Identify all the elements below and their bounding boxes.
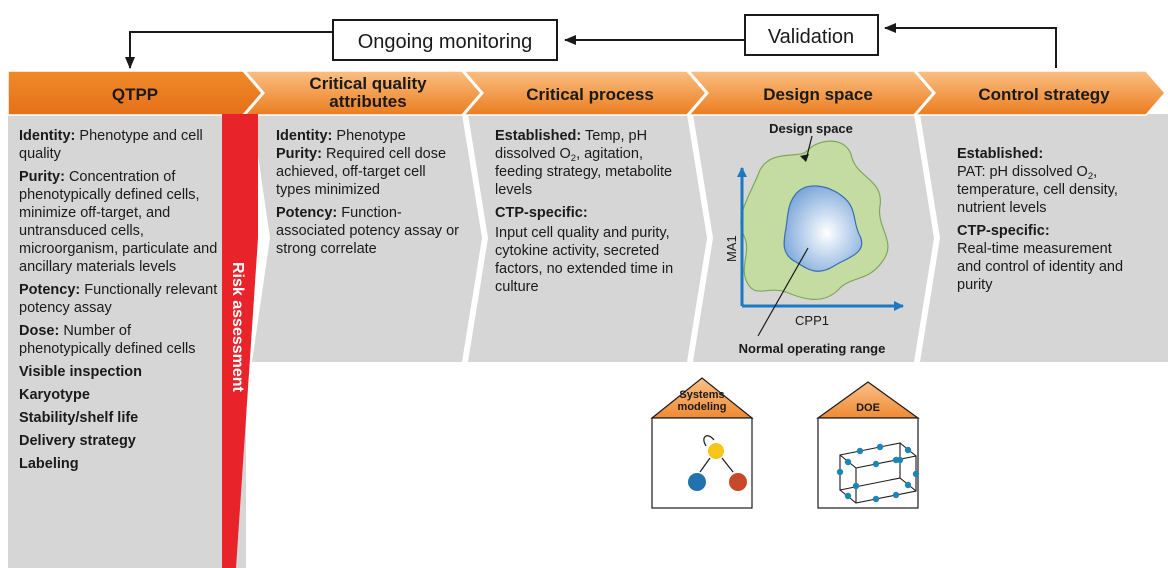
cp-ctp-label: CTP-specific: [495,205,588,221]
banner-critical-process [462,70,707,116]
qtpp-labeling: Labeling [19,456,79,472]
qtpp-dose-text: Number of phenotypically defined cells [19,323,196,357]
feedback-loop: Validation Ongoing monitoring [125,14,1057,69]
x-axis-label: CPP1 [795,313,829,328]
control-ctp-label: CTP-specific: [957,223,1050,239]
qtpp-purity-text: Concentration of phenotypically defined … [19,169,218,275]
banner-label-control: Control strategy [978,85,1110,104]
panel-control [920,114,1168,362]
cqa-column: Identity: Phenotype Purity: Required cel… [276,127,461,263]
qtpp-identity-label: Identity: [19,128,76,144]
cqa-purity-text: Required cell dose achieved, off-target … [276,146,447,198]
qtpp-potency-text: Functionally relevant potency assay [19,282,218,316]
control-pat-sub: 2 [1087,171,1094,182]
self-loop [703,435,715,447]
design-space-figure: Design space MA1 CPP1 Normal operating r… [724,121,904,356]
cqaTitle-line-0: Critical quality [309,74,427,93]
validation-arrow [884,23,1057,68]
return-arrow [125,31,333,69]
cqa-purity-label: Purity: [276,146,322,162]
y-axis-label: MA1 [724,235,739,262]
monitoring-box [332,19,558,61]
cqa-identity-label: Identity: [276,128,333,144]
cqa-potency-label: Potency: [276,205,338,221]
cp-established-post: , agitation, feeding strategy, metabolit… [495,146,673,198]
cp-established-sub: 2 [570,153,577,164]
risk-assessment-bar: Risk assessment [222,114,258,568]
nor-label: Normal operating range [739,341,886,356]
panel-cqa [252,114,482,362]
sysLabel-line-0: Systems [679,389,724,401]
control-column: Established: PAT: pH dissolved O2, tempe… [957,145,1127,299]
critical-process-column: Established: Temp, pH dissolved O2, agit… [495,127,685,301]
design-space-pointer-head [800,154,809,162]
qtpp-identity-text: Phenotype and cell quality [19,128,203,162]
doe-card: DOE [816,381,920,509]
qtpp-column: Identity: Phenotype and cell quality Pur… [19,127,219,478]
qtpp-stability: Stability/shelf life [19,410,139,426]
validation-box [744,14,879,56]
nor-pointer [757,247,809,337]
systems-box [651,417,753,509]
doe-points [836,443,920,503]
banner-cqa [243,70,482,116]
node-red [729,473,747,491]
qtpp-visible: Visible inspection [19,364,143,380]
node-yellow [708,443,724,459]
banner-design-space [687,70,934,116]
normal-operating-region [783,185,863,272]
qtpp-dose-label: Dose: [19,323,60,339]
banner-qtpp [7,70,263,116]
control-established-label: Established: [957,146,1044,162]
control-ctp-text: Real-time measurement and control of ide… [957,241,1124,293]
panel-qtpp [8,114,246,568]
validation-label: Validation [768,26,854,48]
qtpp-purity-label: Purity: [19,169,65,185]
panel-critical-process [468,114,707,362]
cqa-identity-text: Phenotype [336,128,406,144]
sysLabel-line-1: modeling [678,401,727,413]
doe-box [817,417,919,509]
edge-left [699,457,711,473]
qtpp-delivery: Delivery strategy [19,433,136,449]
cp-established-pre: Temp, pH dissolved O [495,128,648,162]
design-space-title: Design space [769,121,853,136]
monitoring-label: Ongoing monitoring [358,31,533,53]
banner-control [914,70,1166,116]
cp-ctp-text: Input cell quality and purity, cytokine … [495,225,674,295]
cqa-potency-text: Function-associated potency assay or str… [276,205,459,257]
banner-label-critical-process: Critical process [526,85,654,104]
node-blue [688,473,706,491]
cp-established-label: Established: [495,128,582,144]
edge-right [721,457,734,473]
risk-assessment-shape [222,114,258,568]
risk-assessment-label: Risk assessment [229,262,246,393]
doe-label: DOE [856,402,880,414]
cqaTitle-line-1: attributes [329,92,406,111]
banner-label-qtpp: QTPP [112,85,158,104]
qtpp-potency-label: Potency: [19,282,81,298]
banner-label-design-space: Design space [763,85,873,104]
control-pat-pre: PAT: pH dissolved O [957,164,1088,180]
control-pat-post: , temperature, cell density, nutrient le… [957,164,1118,216]
qtpp-karyotype: Karyotype [19,387,90,403]
